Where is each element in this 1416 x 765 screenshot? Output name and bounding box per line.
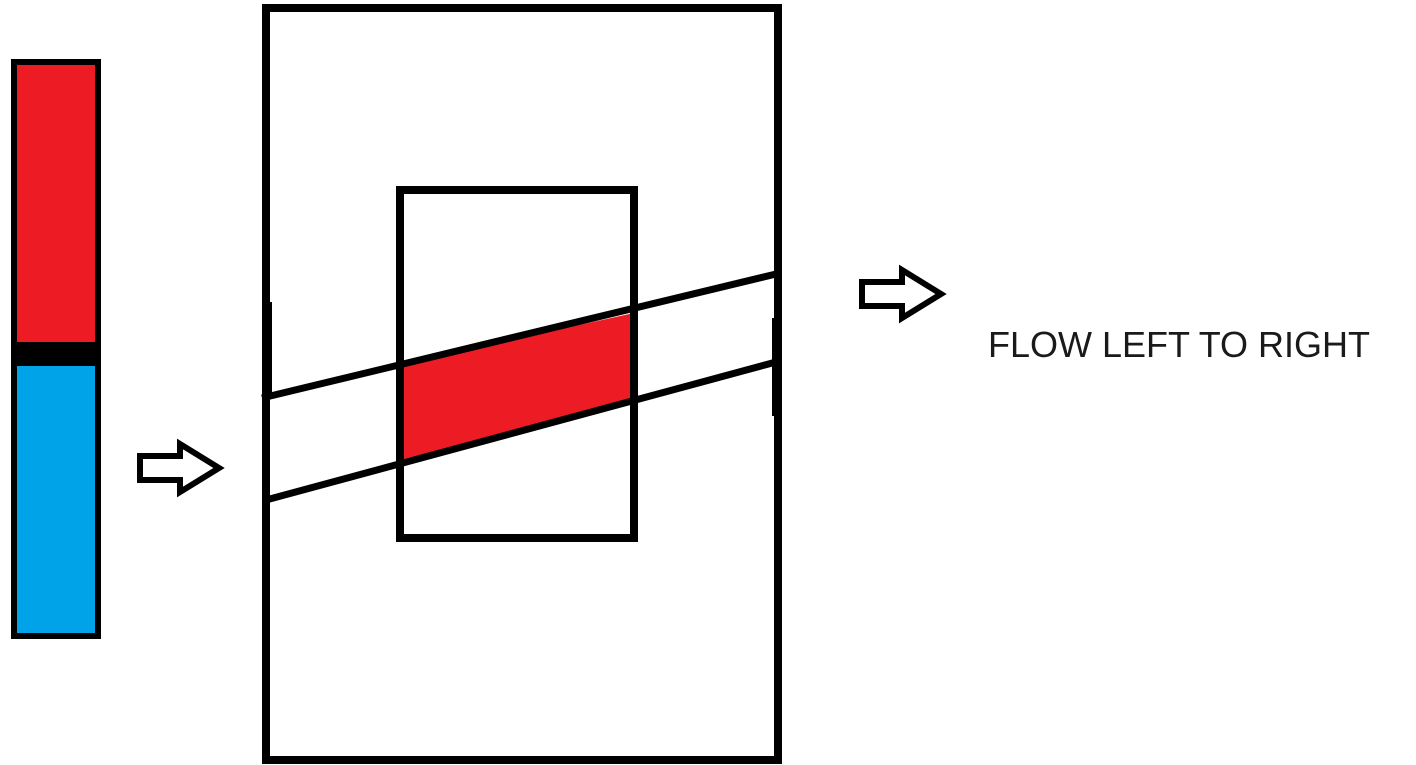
flow-direction-label: FLOW LEFT TO RIGHT	[988, 324, 1370, 365]
color-bar	[11, 59, 101, 639]
color-bar-red-section	[14, 62, 98, 342]
color-bar-divider	[14, 342, 98, 366]
band-bottom-line	[265, 358, 777, 504]
band-top-line	[261, 270, 777, 402]
color-bar-blue-section	[14, 366, 98, 636]
outer-frame	[262, 4, 782, 764]
right-arrow-icon	[859, 264, 947, 324]
highlighted-intersection	[400, 313, 634, 460]
color-bar-outline	[11, 59, 101, 639]
right-arrow-icon	[137, 438, 225, 498]
